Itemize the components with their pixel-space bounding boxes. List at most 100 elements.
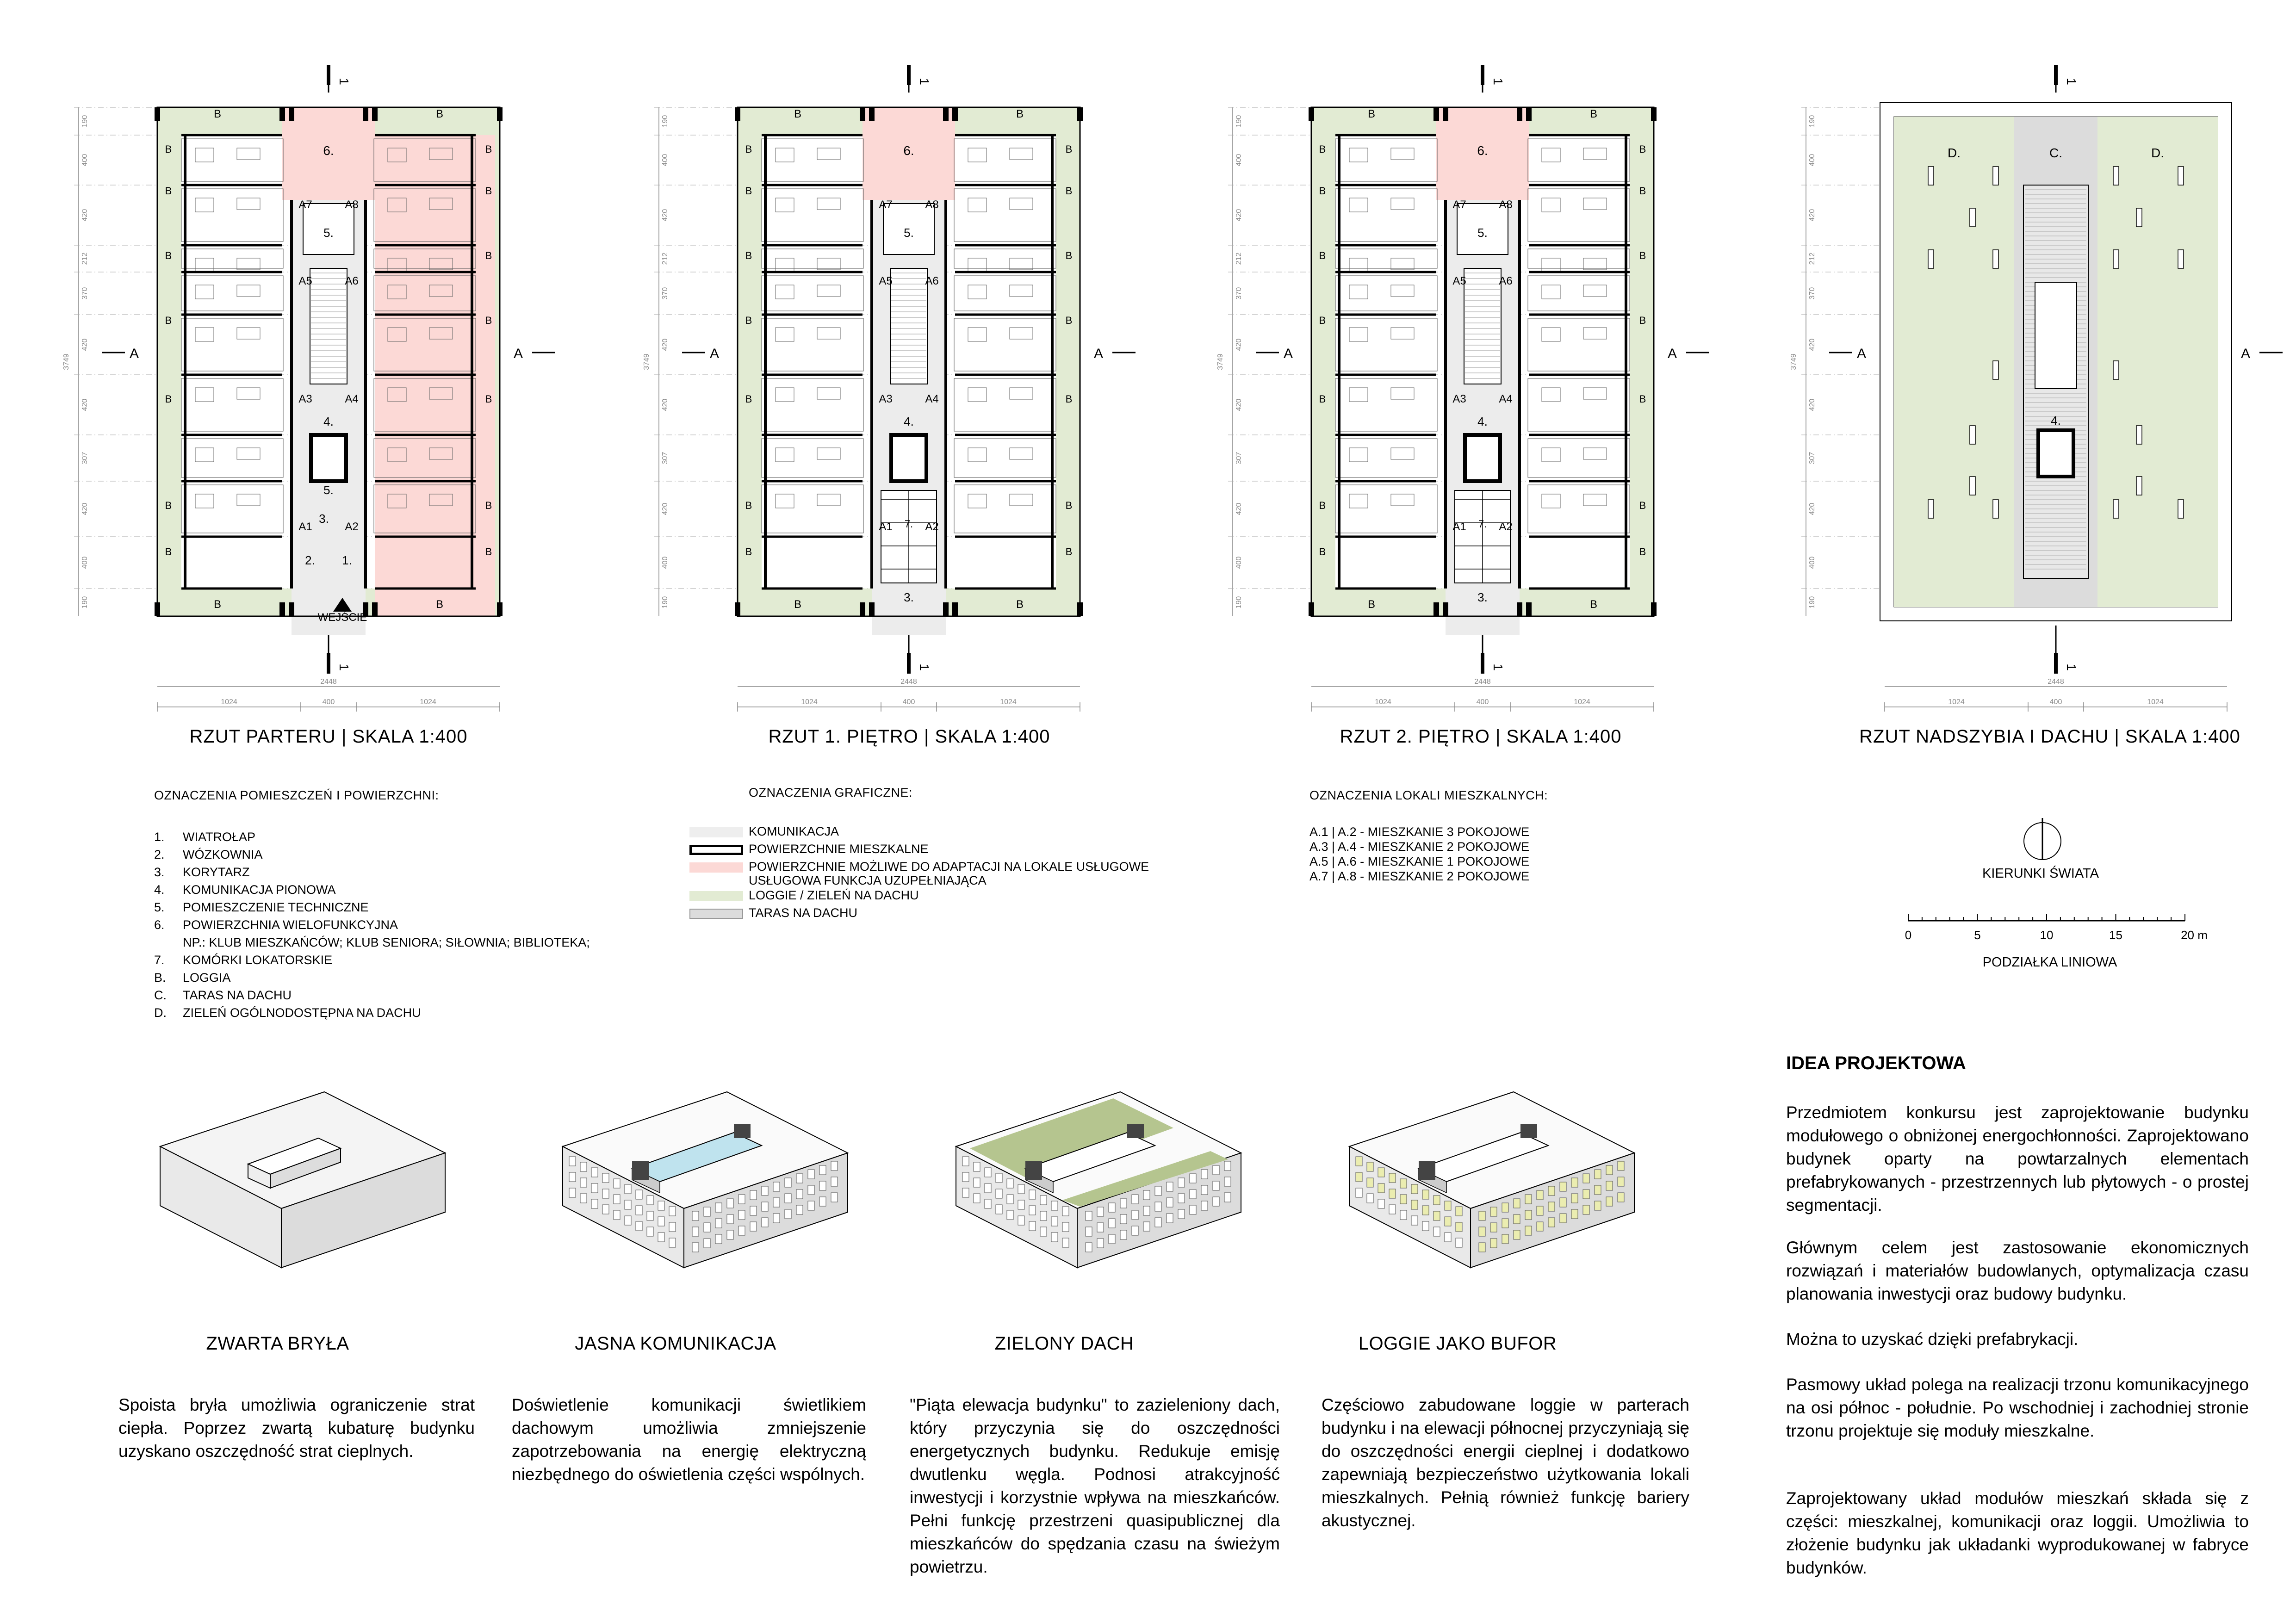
section-mark-bottom [907,653,911,674]
unit-label: A1 [298,520,312,533]
legend-room-label: POWIERZCHNIA WIELOFUNKCYJNA [183,918,398,932]
furniture [775,148,794,162]
furniture [387,494,407,508]
section-label-top: 1 [917,78,931,85]
loggia-label: B [1639,185,1646,197]
legend-room-label: LOGGIA [183,971,231,985]
legend-swatch [689,891,743,901]
dim-text: 420 [1808,399,1816,411]
window [784,1209,792,1219]
loggia-label: B [1639,500,1646,511]
legend-room-number: C. [154,988,167,1002]
furniture [775,447,794,462]
dim-text: 400 [661,154,669,167]
furniture [1009,258,1033,270]
room-label-multifunction: 6. [1477,143,1488,158]
dim-text: 190 [1235,115,1243,128]
legend-room-label: ZIELEŃ OGÓLNODOSTĘPNA NA DACHU [183,1006,421,1020]
pier [1526,602,1532,616]
furniture [775,387,794,402]
window [1513,1198,1520,1208]
legend-room-item: 3.KORYTARZ [154,863,590,881]
window [692,1242,699,1252]
roof-vent [2136,476,2142,496]
dim-text: 307 [1235,452,1243,465]
dim-text: 190 [81,596,89,609]
window [1018,1200,1025,1210]
outer-wall [156,106,501,617]
apartment-room [954,378,1056,432]
window [962,1172,969,1182]
window [995,1204,1003,1214]
loggia-label: B [1066,393,1073,405]
loggia-label: B [1066,500,1073,511]
pier [952,107,958,121]
loggia-band-east [1630,107,1654,616]
legend-graphic-label: TARAS NA DACHU [749,906,858,920]
window [692,1211,699,1221]
unit-label: A2 [345,520,358,533]
roof-vent [1992,249,1999,269]
axis-label: A [1668,346,1677,361]
scale-tick-label: 10 [2040,928,2054,942]
apartment-room [761,188,864,242]
window [1548,1186,1555,1196]
dim-text-segment: 1024 [1948,698,1965,706]
furniture [236,387,261,400]
dim-text: 212 [661,253,669,265]
window [1502,1234,1509,1244]
window [1143,1206,1150,1216]
window [658,1201,665,1211]
loggia-label: B [1066,250,1073,261]
furniture [1009,387,1033,400]
axis-label: A [130,346,139,361]
room-label-multifunction: 6. [903,143,914,158]
window [1097,1207,1104,1217]
furniture [195,258,214,273]
window [602,1204,609,1214]
roof-vent [1969,425,1976,445]
window [1178,1193,1185,1203]
dim-text: 307 [661,452,669,465]
loggia-label: B [436,598,443,611]
loggia-label: B [745,143,752,155]
apartment-room [761,484,864,533]
window [1559,1213,1567,1223]
window [1571,1193,1578,1203]
window [773,1213,780,1223]
apartment-room [373,188,476,242]
dim-text: 307 [1808,452,1816,465]
legend-room-number: 3. [154,865,165,879]
window [1166,1197,1173,1208]
green-roof-west [970,1098,1173,1180]
pier [860,602,865,616]
dim-text: 370 [81,287,89,300]
legend-units-heading: OZNACZENIA LOKALI MIESZKALNYCH: [1309,788,1548,802]
window [962,1188,969,1198]
axis-label: A [710,346,719,361]
room-label-technical: 5. [323,226,334,240]
concept-text-loggia: Częściowo zabudowane loggie w parterach … [1322,1395,1689,1530]
window [1422,1221,1429,1231]
dim-text: 190 [1808,115,1816,128]
storage-label: 7. [1478,518,1487,530]
section-mark-top [2054,65,2058,85]
loggia-label: B [1319,315,1326,326]
dim-text: 400 [81,154,89,167]
idea-paragraph-5: Zaprojektowany układ modułów mieszkań sk… [1786,1489,2249,1577]
apartment-room [1527,138,1630,182]
legend-graphic-item: LOGGIE / ZIELEŃ NA DACHU [689,887,919,905]
unit-label: A8 [925,198,938,211]
pier [372,107,378,121]
window [1378,1167,1385,1177]
dim-text: 420 [661,209,669,222]
dim-text: 212 [1808,253,1816,265]
window [1548,1202,1555,1212]
room-label-vertical: 4. [323,415,334,428]
window [1120,1198,1127,1208]
room-label-corridor: 3. [904,590,914,604]
pier [1309,602,1314,616]
window [1594,1169,1601,1179]
plan-title-second-floor: RZUT 2. PIĘTRO | SKALA 1:400 [1340,726,1622,747]
roof-vent [2113,360,2119,380]
